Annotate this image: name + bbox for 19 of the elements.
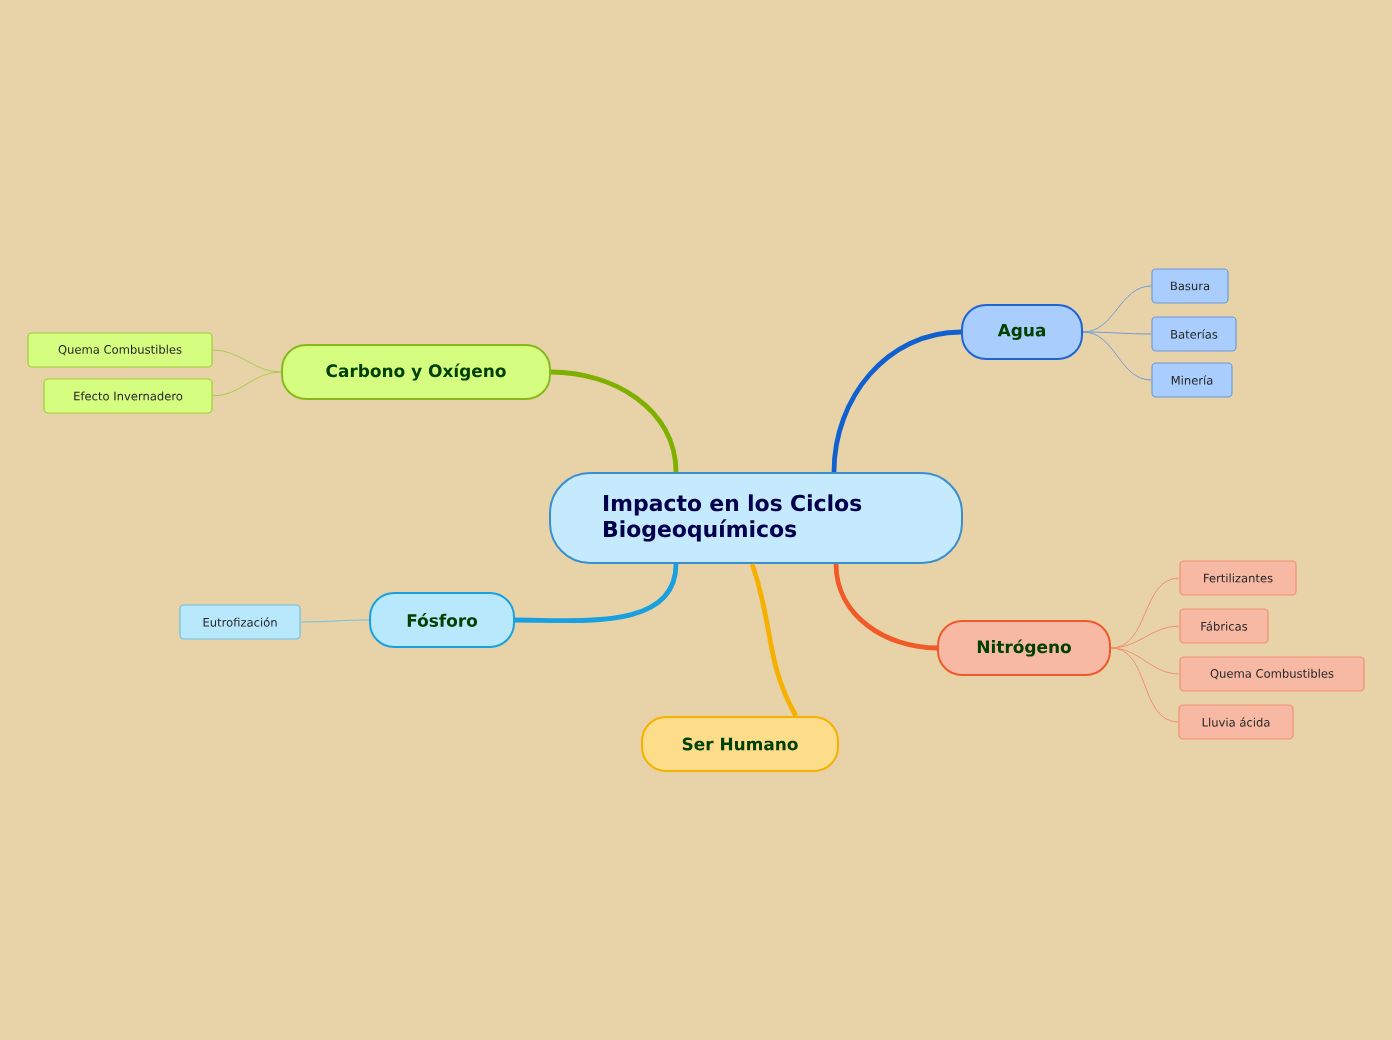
connector — [1082, 331, 1152, 381]
connector — [833, 563, 938, 651]
connector — [1110, 647, 1179, 723]
connector — [1110, 647, 1180, 675]
topic-box: Ser Humano — [641, 716, 839, 772]
connector — [300, 619, 370, 623]
connector — [1082, 331, 1152, 335]
connector — [749, 563, 799, 718]
connector — [831, 329, 962, 473]
connector — [1110, 625, 1180, 649]
topic-box: Nitrógeno — [937, 620, 1111, 676]
topic-box: Agua — [961, 304, 1083, 360]
connector — [515, 563, 679, 623]
central-topic-box: Impacto en los Ciclos Biogeoquímicos — [549, 472, 963, 564]
connector — [212, 371, 282, 397]
connector — [212, 349, 282, 373]
topic-box: Carbono y Oxígeno — [281, 344, 551, 400]
connector — [550, 369, 679, 473]
topic-box: Fósforo — [369, 592, 515, 648]
